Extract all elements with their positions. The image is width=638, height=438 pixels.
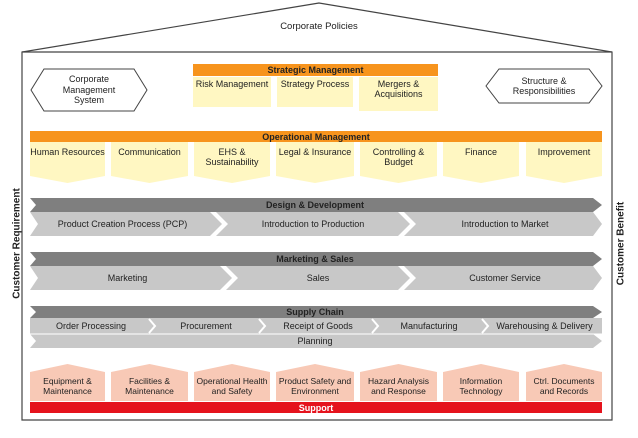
- supply-item-order: Order Processing: [55, 321, 127, 331]
- supply-item-manufacturing: Manufacturing: [400, 321, 458, 331]
- support-item-hazard: Hazard Analysis and Response: [368, 376, 429, 396]
- corner-hexagon-left: [30, 68, 148, 112]
- supply-item-procurement: Procurement: [180, 321, 232, 331]
- strategic-item-risk: Risk Management: [193, 77, 271, 107]
- operational-item-improvement: Improvement: [537, 147, 591, 157]
- structure-responsibilities-label: Structure & Responsibilities: [512, 75, 576, 96]
- operational-item-finance: Finance: [464, 147, 498, 157]
- marketing-item-service: Customer Service: [469, 273, 541, 283]
- operational-item-communication: Communication: [118, 147, 181, 157]
- marketing-item-sales: Sales: [306, 273, 330, 283]
- supply-chain-header: Supply Chain: [286, 307, 344, 317]
- supply-planning-label: Planning: [297, 336, 333, 346]
- supply-item-receipt: Receipt of Goods: [283, 321, 353, 331]
- support-item-it: Information Technology: [459, 376, 503, 396]
- support-header: Support: [30, 402, 602, 413]
- design-item-market: Introduction to Market: [461, 219, 549, 229]
- operational-management-header: Operational Management: [30, 131, 602, 142]
- support-item-equipment: Equipment & Maintenance: [43, 376, 92, 396]
- design-item-production: Introduction to Production: [261, 219, 365, 229]
- operational-item-ehs: EHS & Sustainability: [205, 146, 259, 167]
- corner-hexagon-right: [485, 68, 603, 104]
- corporate-management-system-label: Corporate Management System: [62, 74, 116, 106]
- support-item-documents: Ctrl. Documents and Records: [533, 376, 595, 396]
- support-item-ohs: Operational Health and Safety: [196, 376, 268, 396]
- marketing-item-marketing: Marketing: [107, 273, 148, 283]
- strategic-management-header: Strategic Management: [193, 64, 438, 76]
- design-item-pcp: Product Creation Process (PCP): [57, 219, 188, 229]
- operational-item-legal: Legal & Insurance: [278, 147, 352, 157]
- operational-item-hr: Human Resources: [30, 147, 105, 157]
- strategic-item-mergers: Mergers & Acquisitions: [359, 77, 438, 111]
- supply-item-warehousing: Warehousing & Delivery: [496, 321, 593, 331]
- support-item-product-safety: Product Safety and Environment: [278, 376, 352, 396]
- support-item-facilities: Facilities & Maintenance: [125, 376, 174, 396]
- operational-item-controlling: Controlling & Budget: [372, 146, 425, 167]
- roof-title: Corporate Policies: [280, 20, 358, 32]
- design-development-header: Design & Development: [265, 200, 365, 210]
- marketing-sales-header: Marketing & Sales: [276, 254, 354, 264]
- strategic-item-strategy: Strategy Process: [277, 77, 353, 107]
